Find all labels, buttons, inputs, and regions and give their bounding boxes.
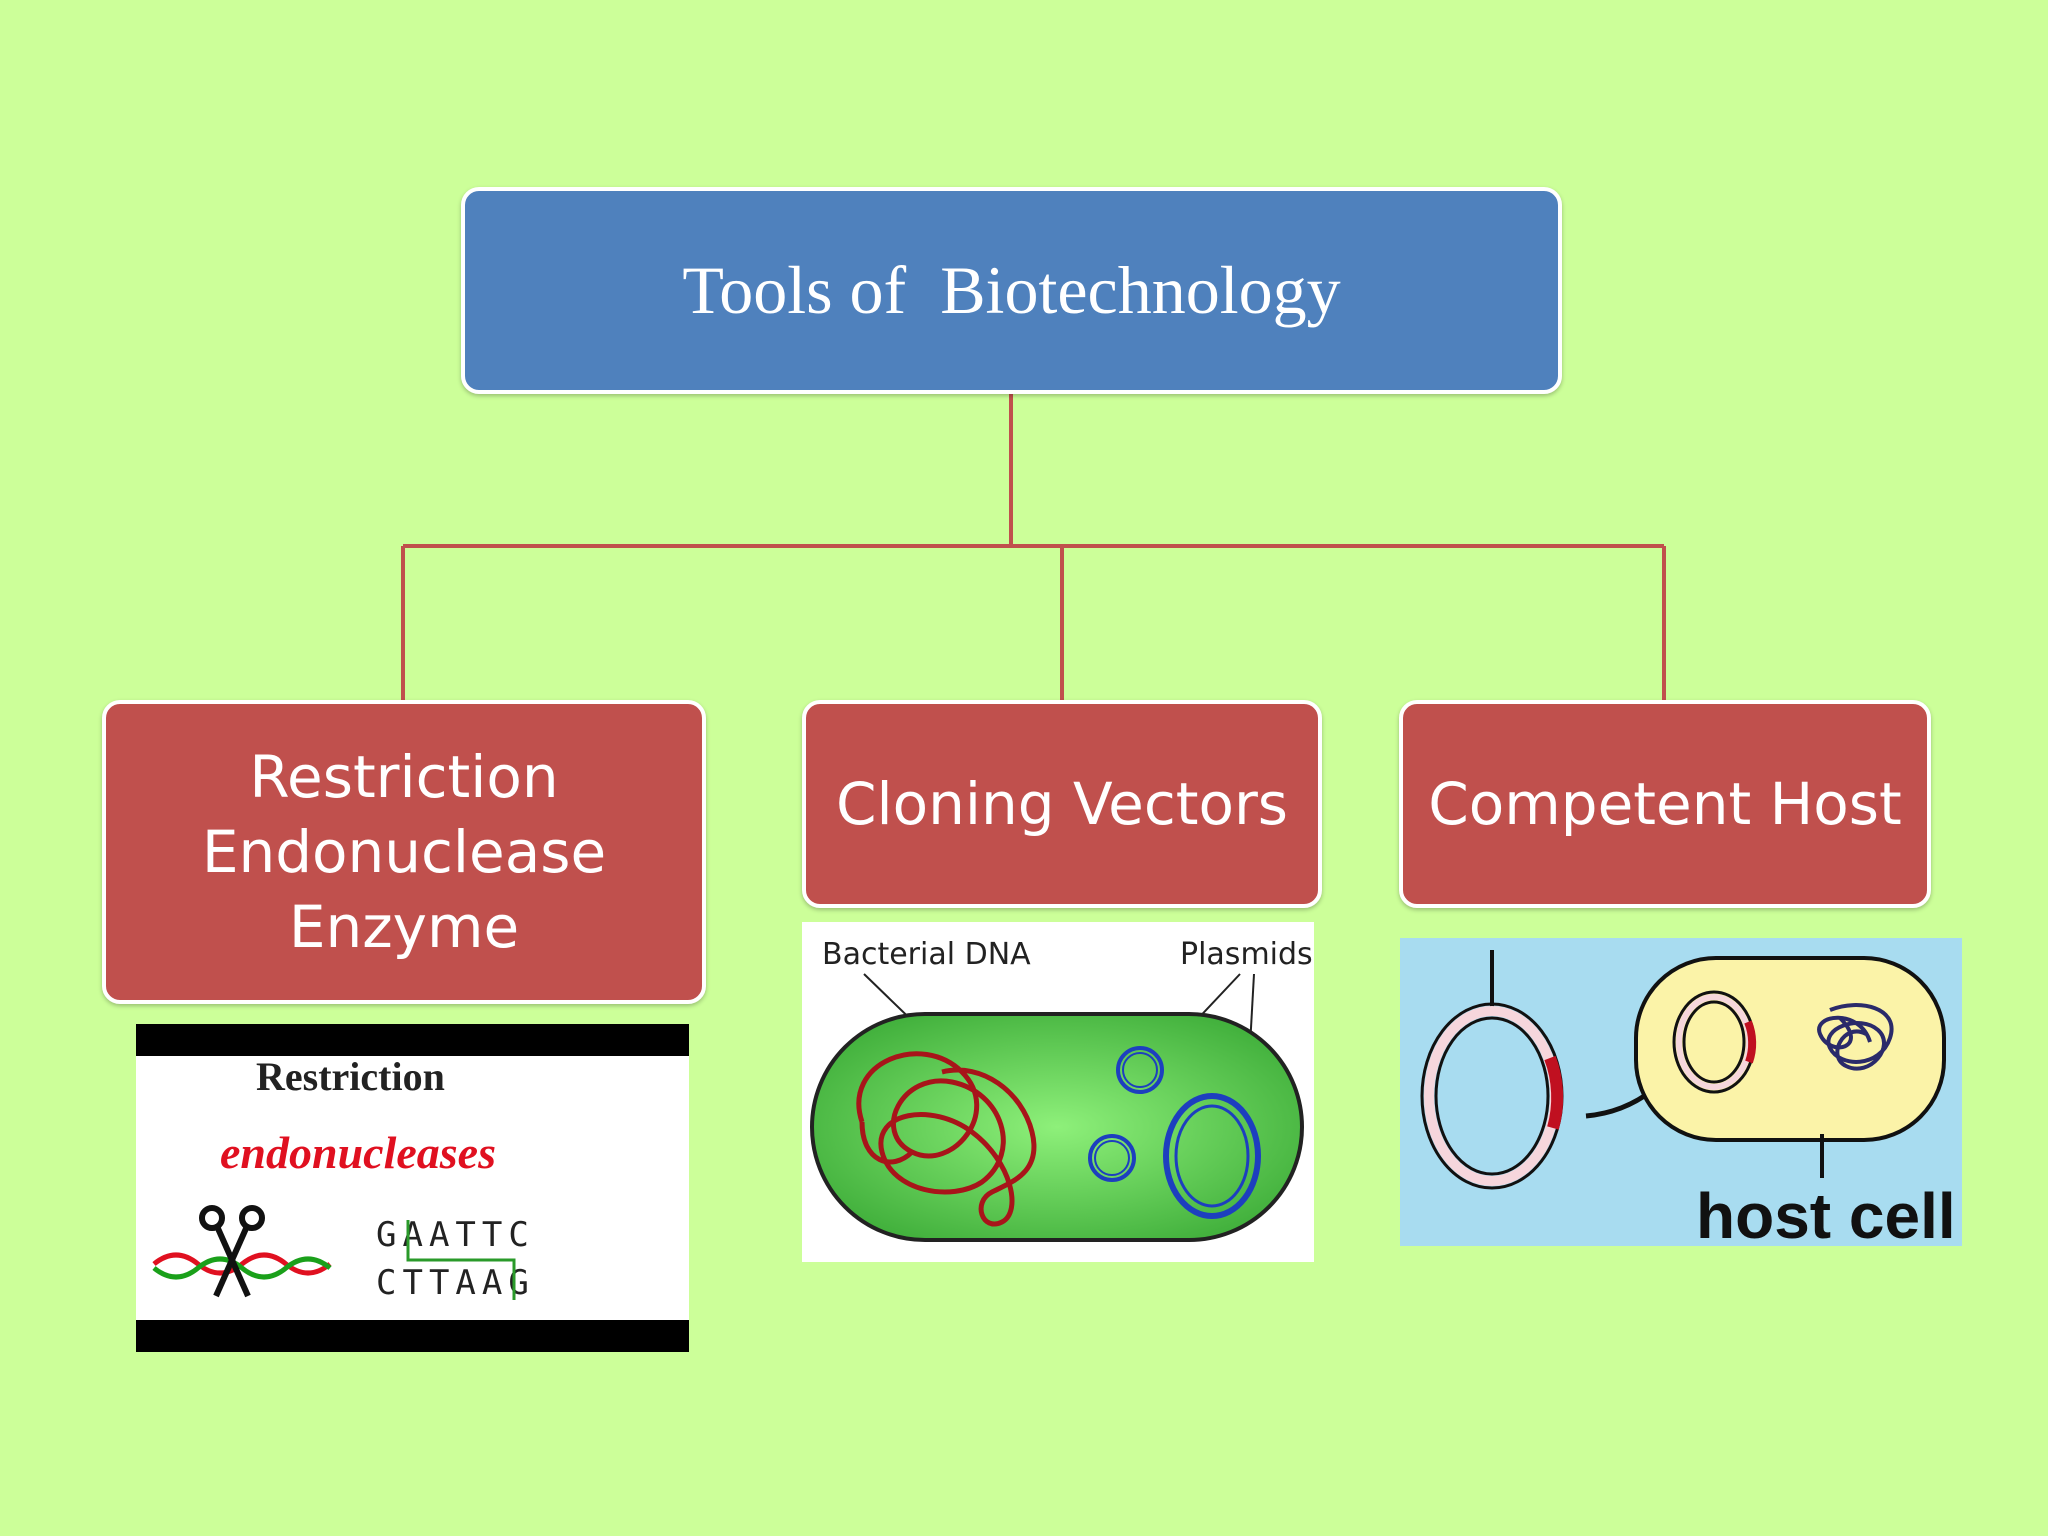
competent-host-illustration: host cell <box>1400 938 1962 1246</box>
label-host-cell: host cell <box>1696 1180 1956 1246</box>
node-label: Competent Host <box>1428 769 1902 838</box>
bacterium-plasmid-icon <box>810 1012 1304 1242</box>
cloning-vector-illustration: Bacterial DNA Plasmids <box>802 922 1314 1262</box>
illustration-subtitle: endonucleases <box>220 1127 496 1178</box>
dna-sequence-top: GAATTC <box>376 1215 535 1255</box>
node-restriction-endonuclease: Restriction Endonuclease Enzyme <box>102 700 706 1004</box>
dna-sequence-bottom: CTTAAG <box>376 1263 535 1303</box>
label-bacterial-dna: Bacterial DNA <box>822 937 1031 972</box>
root-node-tools-of-biotechnology: Tools of Biotechnology <box>461 187 1562 394</box>
illustration-title: Restriction <box>256 1054 445 1099</box>
node-label-line: Enzyme <box>288 892 520 961</box>
cut-site-marker <box>406 1220 516 1300</box>
node-cloning-vectors: Cloning Vectors <box>802 700 1322 908</box>
root-title: Tools of Biotechnology <box>682 252 1341 328</box>
node-label-line: Restriction <box>249 742 559 811</box>
node-competent-host: Competent Host <box>1399 700 1931 908</box>
node-label: Cloning Vectors <box>835 769 1289 838</box>
scissors-dna-icon <box>152 1205 332 1298</box>
node-label-line: Endonuclease <box>201 817 607 886</box>
label-plasmids: Plasmids <box>1180 937 1313 972</box>
host-cell-transformation-icon <box>1420 950 1946 1190</box>
restriction-endonuclease-illustration: Restriction endonucleases GAATTC CTTAAG <box>136 1024 689 1352</box>
